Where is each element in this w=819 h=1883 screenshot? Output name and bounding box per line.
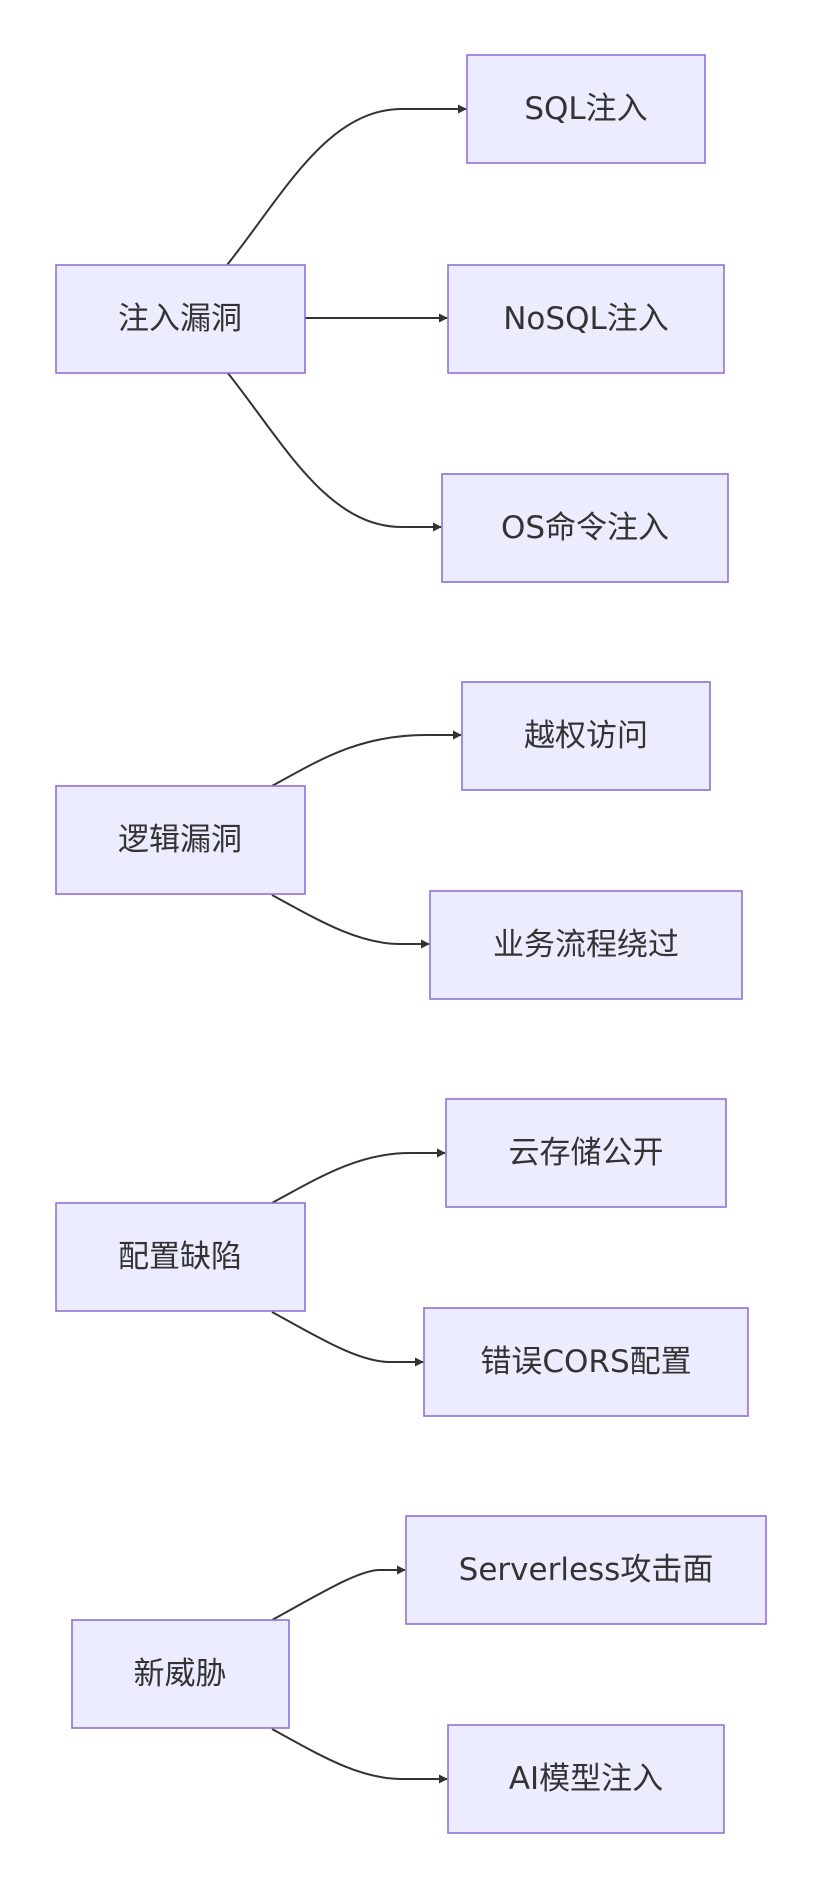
node-ai-model-injection-label: AI模型注入 — [509, 1761, 663, 1797]
edge-new-threats-to-ai-model-injection — [271, 1728, 448, 1784]
edge-config-to-cors-misconfig — [271, 1311, 424, 1367]
node-workflow-bypass[interactable]: 业务流程绕过 — [429, 890, 743, 1000]
node-injection[interactable]: 注入漏洞 — [55, 264, 306, 374]
node-new-threats-label: 新威胁 — [134, 1656, 227, 1692]
node-serverless-label: Serverless攻击面 — [459, 1552, 714, 1588]
node-workflow-bypass-label: 业务流程绕过 — [493, 927, 679, 963]
edge-injection-to-os-command-injection — [226, 371, 442, 532]
edge-new-threats-to-serverless — [271, 1565, 406, 1621]
node-injection-label: 注入漏洞 — [118, 301, 242, 337]
node-serverless[interactable]: Serverless攻击面 — [405, 1515, 767, 1625]
edges — [226, 104, 467, 1784]
node-public-cloud-storage[interactable]: 云存储公开 — [445, 1098, 727, 1208]
node-new-threats[interactable]: 新威胁 — [71, 1619, 290, 1729]
node-public-cloud-storage-label: 云存储公开 — [509, 1135, 664, 1171]
node-privilege-bypass[interactable]: 越权访问 — [461, 681, 711, 791]
node-nosql-injection[interactable]: NoSQL注入 — [447, 264, 725, 374]
node-logic[interactable]: 逻辑漏洞 — [55, 785, 306, 895]
node-sql-injection[interactable]: SQL注入 — [466, 54, 706, 164]
node-os-command-injection-label: OS命令注入 — [501, 510, 669, 546]
node-os-command-injection[interactable]: OS命令注入 — [441, 473, 729, 583]
node-config-label: 配置缺陷 — [118, 1239, 242, 1275]
edge-logic-to-privilege-bypass — [271, 730, 462, 787]
node-sql-injection-label: SQL注入 — [524, 91, 647, 127]
node-logic-label: 逻辑漏洞 — [118, 822, 242, 858]
edge-injection-to-sql-injection — [226, 104, 467, 266]
node-ai-model-injection[interactable]: AI模型注入 — [447, 1724, 725, 1834]
node-nosql-injection-label: NoSQL注入 — [503, 301, 669, 337]
node-cors-misconfig-label: 错误CORS配置 — [480, 1344, 691, 1380]
node-config[interactable]: 配置缺陷 — [55, 1202, 306, 1312]
node-privilege-bypass-label: 越权访问 — [524, 718, 648, 754]
node-cors-misconfig[interactable]: 错误CORS配置 — [423, 1307, 749, 1417]
edge-logic-to-workflow-bypass — [271, 894, 430, 949]
edge-config-to-public-cloud-storage — [271, 1148, 446, 1204]
